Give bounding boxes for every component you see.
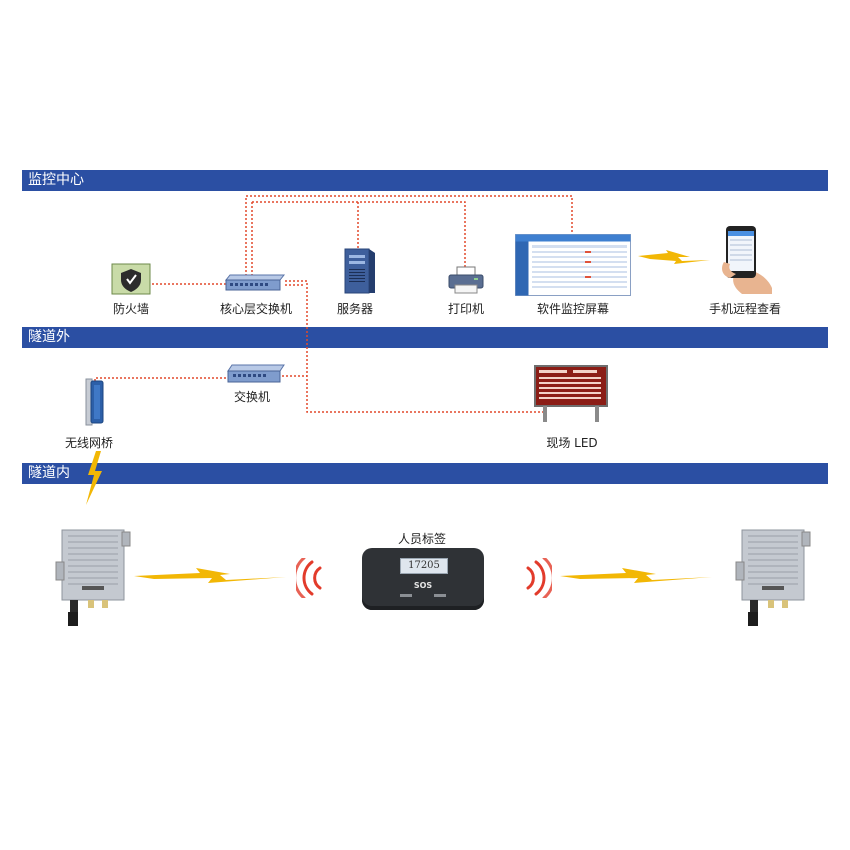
tag-button-left <box>400 594 412 597</box>
radio-wave-left-icon <box>296 558 322 598</box>
core-switch-label: 核心层交换机 <box>219 302 293 316</box>
bridge-link-icon <box>86 451 102 505</box>
section-band-tunnel-outside: 隧道外 <box>22 327 828 348</box>
wire-top-bus-1 <box>246 195 573 238</box>
wireless-bridge-icon <box>85 378 104 426</box>
access-point-right-icon <box>735 529 811 626</box>
wireless-link-icon <box>638 250 710 264</box>
printer-icon <box>448 266 484 294</box>
section-title: 隧道内 <box>28 465 70 481</box>
printer-label: 打印机 <box>447 302 485 316</box>
section-title: 监控中心 <box>28 172 84 188</box>
wireless-bridge-label: 无线网桥 <box>64 436 114 450</box>
wireless-link-left-icon <box>134 568 286 583</box>
sos-label: SOS <box>413 581 433 590</box>
section-title: 隧道外 <box>28 329 70 345</box>
tag-label: 人员标签 <box>397 532 447 546</box>
monitor-screen-label: 软件监控屏幕 <box>536 302 610 316</box>
monitor-screen-icon <box>515 234 631 296</box>
switch-label: 交换机 <box>233 390 271 404</box>
wire-top-bus-2 <box>252 201 466 268</box>
server-icon <box>344 248 375 294</box>
radio-wave-right-icon <box>526 558 552 598</box>
tag-button-right <box>434 594 446 597</box>
led-label: 现场 LED <box>546 436 598 450</box>
wire-core-right <box>285 280 545 413</box>
server-label: 服务器 <box>336 302 374 316</box>
core-switch-icon <box>224 274 286 291</box>
mobile-phone-icon <box>722 226 772 294</box>
firewall-label: 防火墙 <box>112 302 150 316</box>
led-board-icon <box>534 365 608 422</box>
section-band-monitor-center: 监控中心 <box>22 170 828 191</box>
access-point-left-icon <box>55 529 131 626</box>
mobile-label: 手机远程查看 <box>708 302 782 316</box>
switch-icon <box>227 364 285 383</box>
personnel-tag-icon: 17205 SOS <box>362 548 484 610</box>
firewall-icon <box>111 263 151 295</box>
wireless-link-right-icon <box>560 568 712 583</box>
tag-display: 17205 <box>400 558 448 574</box>
section-band-tunnel-inside: 隧道内 <box>22 463 828 484</box>
wire-switch-bridge <box>94 377 226 384</box>
